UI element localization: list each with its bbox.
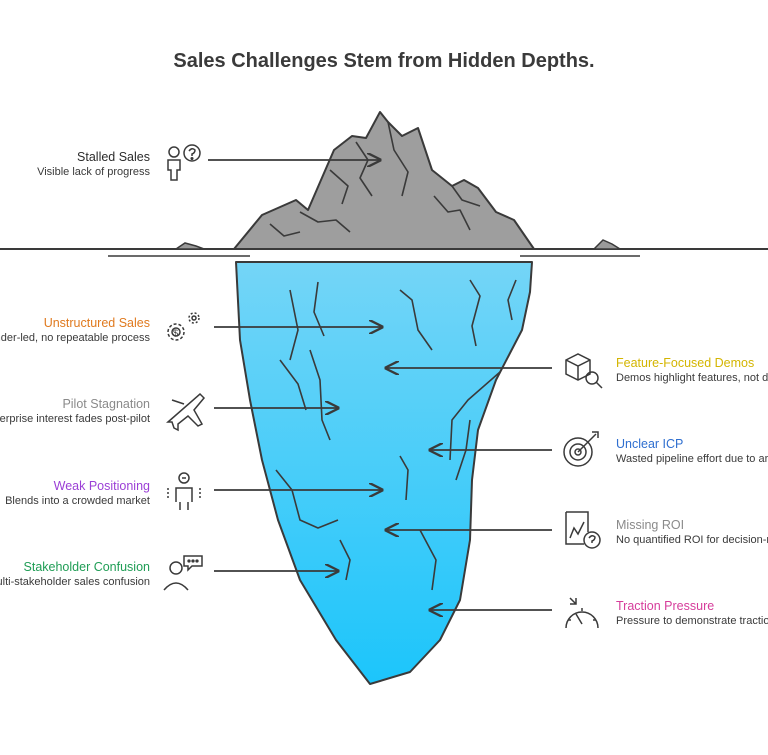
gauge-icon <box>566 598 598 628</box>
label-pilot-desc: Enterprise interest fades post-pilot <box>0 412 150 426</box>
chart-question-icon <box>566 512 600 548</box>
label-roi-title: Missing ROI <box>616 518 768 533</box>
speech-person-icon <box>164 556 202 590</box>
target-icon <box>564 432 598 466</box>
label-weak-title: Weak Positioning <box>5 479 150 494</box>
airplane-icon <box>168 394 204 430</box>
label-stalled-title: Stalled Sales <box>37 150 150 165</box>
label-traction-title: Traction Pressure <box>616 599 768 614</box>
gears-icon: $ <box>168 313 199 340</box>
label-stakeholder-desc: Multi-stakeholder sales confusion <box>0 575 150 589</box>
label-stalled: Stalled Sales Visible lack of progress <box>37 150 150 179</box>
iceberg-underwater <box>236 262 532 684</box>
label-stalled-desc: Visible lack of progress <box>37 165 150 179</box>
label-pilot: Pilot Stagnation Enterprise interest fad… <box>0 397 150 426</box>
label-stakeholder-title: Stakeholder Confusion <box>0 560 150 575</box>
label-unstructured-desc: Founder-led, no repeatable process <box>0 331 150 345</box>
small-rock-left <box>176 243 204 249</box>
label-traction: Traction Pressure Pressure to demonstrat… <box>616 599 768 628</box>
label-feature: Feature-Focused Demos Demos highlight fe… <box>616 356 768 385</box>
label-icp-title: Unclear ICP <box>616 437 768 452</box>
people-icon <box>168 473 200 510</box>
water-line <box>0 249 768 256</box>
diagram-title: Sales Challenges Stem from Hidden Depths… <box>0 50 768 73</box>
label-roi-desc: No quantified ROI for decision-r <box>616 533 768 547</box>
label-icp-desc: Wasted pipeline effort due to ar <box>616 452 768 466</box>
svg-text:$: $ <box>173 328 178 338</box>
box-magnifier-icon <box>566 354 602 388</box>
label-feature-title: Feature-Focused Demos <box>616 356 768 371</box>
label-traction-desc: Pressure to demonstrate tractio <box>616 614 768 628</box>
label-pilot-title: Pilot Stagnation <box>0 397 150 412</box>
label-weak-desc: Blends into a crowded market <box>5 494 150 508</box>
person-question-icon <box>168 145 200 180</box>
label-unstructured-title: Unstructured Sales <box>0 316 150 331</box>
label-unstructured: Unstructured Sales Founder-led, no repea… <box>0 316 150 345</box>
label-stakeholder: Stakeholder Confusion Multi-stakeholder … <box>0 560 150 589</box>
label-weak: Weak Positioning Blends into a crowded m… <box>5 479 150 508</box>
label-icp: Unclear ICP Wasted pipeline effort due t… <box>616 437 768 466</box>
iceberg-tip <box>234 112 534 249</box>
label-feature-desc: Demos highlight features, not d <box>616 371 768 385</box>
label-roi: Missing ROI No quantified ROI for decisi… <box>616 518 768 547</box>
small-rock-right <box>594 240 620 249</box>
